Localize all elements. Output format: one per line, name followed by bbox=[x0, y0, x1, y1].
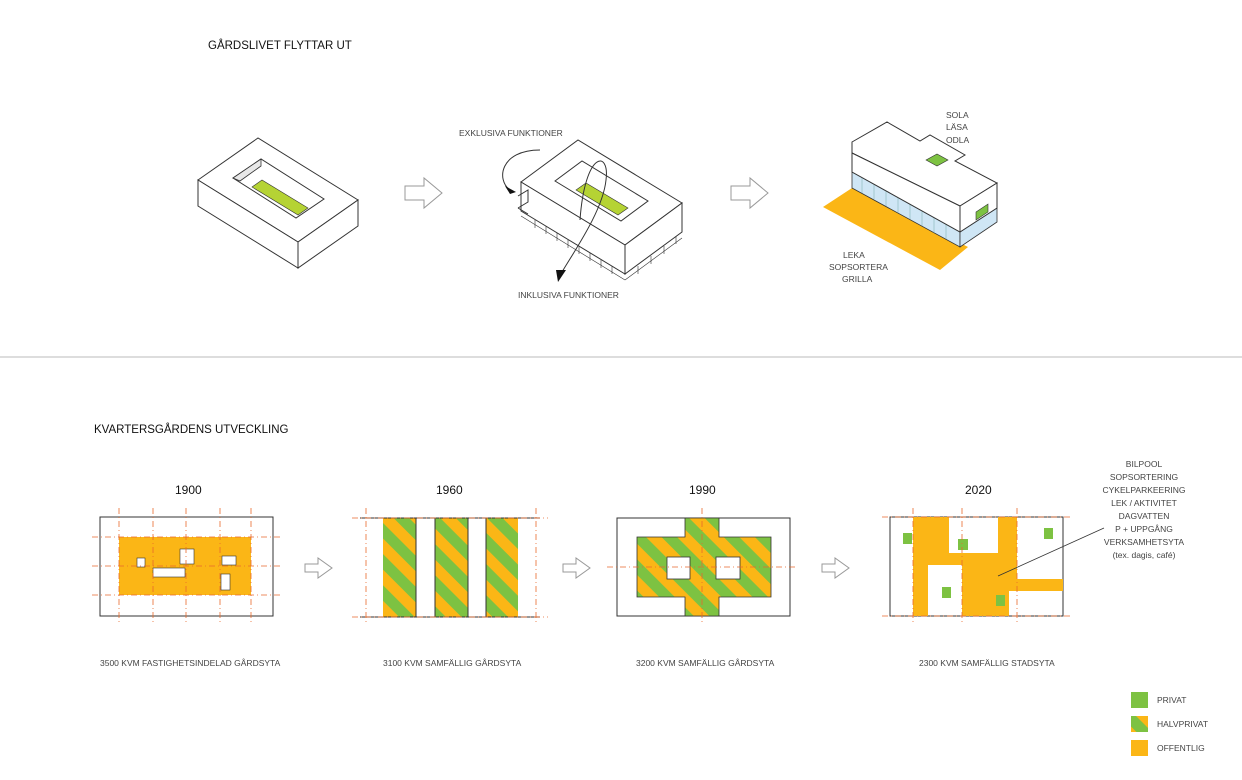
legend: PRIVAT HALVPRIVAT OFFENTLIG bbox=[1131, 692, 1208, 756]
caption-1960: 3100 KVM SAMFÄLLIG GÅRDSYTA bbox=[383, 658, 522, 668]
arrow-right-icon bbox=[730, 176, 769, 210]
label-exklusiva: EXKLUSIVA FUNKTIONER bbox=[459, 128, 563, 138]
legend-label-halvprivat: HALVPRIVAT bbox=[1157, 719, 1208, 729]
caption-1990: 3200 KVM SAMFÄLLIG GÅRDSYTA bbox=[636, 658, 775, 668]
year-1960: 1960 bbox=[436, 483, 463, 497]
annotation-item: CYKELPARKEERING bbox=[1103, 485, 1186, 495]
annotation-item: SOPSORTERING bbox=[1110, 472, 1178, 482]
block-city bbox=[823, 121, 999, 270]
label-roof-2: LÄSA bbox=[946, 122, 968, 132]
stage-1900 bbox=[92, 508, 280, 624]
label-inklusiva: INKLUSIVA FUNKTIONER bbox=[518, 290, 619, 300]
annotation-item: LEK / AKTIVITET bbox=[1111, 498, 1177, 508]
caption-1900: 3500 KVM FASTIGHETSINDELAD GÅRDSYTA bbox=[100, 658, 281, 668]
courtyard-green bbox=[251, 179, 309, 216]
annotation-list: BILPOOL SOPSORTERING CYKELPARKEERING LEK… bbox=[1103, 459, 1186, 560]
year-1900: 1900 bbox=[175, 483, 202, 497]
legend-swatch-halvprivat bbox=[1131, 716, 1148, 732]
label-roof-1: SOLA bbox=[946, 110, 969, 120]
annotation-item: DAGVATTEN bbox=[1119, 511, 1170, 521]
label-ground-2: SOPSORTERA bbox=[829, 262, 888, 272]
stage-1990 bbox=[607, 508, 798, 624]
year-2020: 2020 bbox=[965, 483, 992, 497]
legend-label-privat: PRIVAT bbox=[1157, 695, 1186, 705]
stage-1960 bbox=[352, 508, 548, 624]
bottom-title: KVARTERSGÅRDENS UTVECKLING bbox=[94, 423, 289, 436]
arrow-right-icon bbox=[404, 176, 443, 210]
stage-2020 bbox=[882, 508, 1105, 624]
label-ground-3: GRILLA bbox=[842, 274, 873, 284]
block-opened bbox=[502, 139, 683, 282]
arrow-right-icon bbox=[821, 557, 850, 579]
annotation-item: P + UPPGÅNG bbox=[1115, 524, 1173, 534]
year-1990: 1990 bbox=[689, 483, 716, 497]
annotation-item: (tex. dagis, café) bbox=[1113, 550, 1176, 560]
legend-swatch-offentlig bbox=[1131, 740, 1148, 756]
arrow-right-icon bbox=[562, 557, 591, 579]
caption-2020: 2300 KVM SAMFÄLLIG STADSYTA bbox=[919, 658, 1055, 668]
block-closed-courtyard bbox=[197, 137, 359, 269]
arrow-right-icon bbox=[304, 557, 333, 579]
annotation-leader bbox=[997, 527, 1105, 577]
plaza-yellow bbox=[823, 188, 968, 270]
annotation-item: BILPOOL bbox=[1126, 459, 1163, 469]
legend-swatch-privat bbox=[1131, 692, 1148, 708]
legend-label-offentlig: OFFENTLIG bbox=[1157, 743, 1205, 753]
label-roof-3: ODLA bbox=[946, 135, 969, 145]
label-ground-1: LEKA bbox=[843, 250, 865, 260]
annotation-item: VERKSAMHETSYTA bbox=[1104, 537, 1184, 547]
top-title: GÅRDSLIVET FLYTTAR UT bbox=[208, 39, 352, 52]
